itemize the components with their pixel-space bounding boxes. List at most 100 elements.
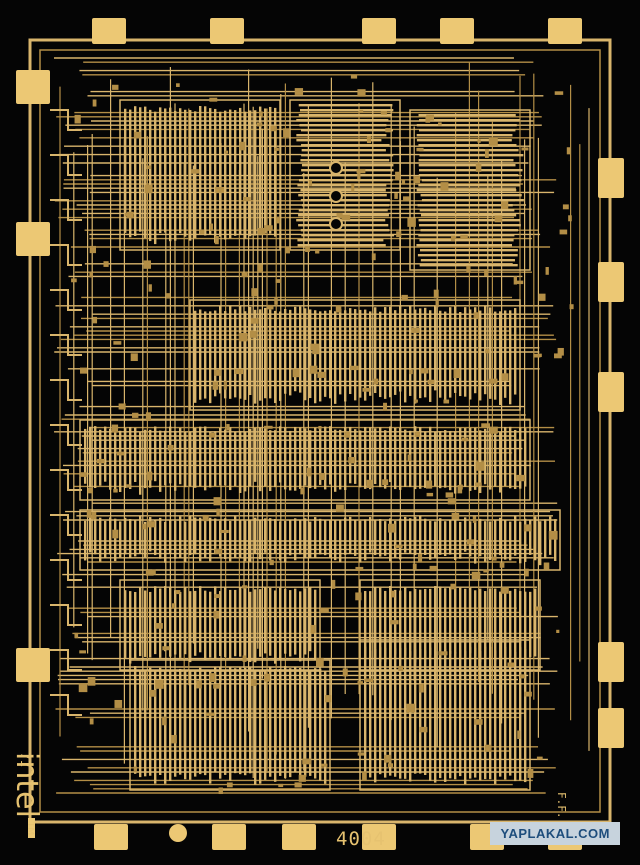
contact (270, 125, 277, 132)
contact (519, 674, 525, 679)
cell-stripe (209, 431, 212, 488)
cell-stripe (174, 590, 177, 655)
cell-stripe (344, 517, 347, 555)
cell-stripe (409, 651, 412, 782)
cell-stripe (289, 430, 292, 491)
contact (302, 758, 312, 765)
cell-stripe (214, 310, 217, 397)
contact (362, 771, 367, 780)
contact (264, 425, 273, 429)
contact (215, 186, 225, 193)
contact (312, 347, 320, 355)
cell-stripe (134, 666, 137, 774)
cell-stripe (404, 429, 407, 487)
cell-stripe (364, 309, 367, 401)
cell-stripe (194, 310, 197, 403)
cell-stripe (149, 429, 152, 488)
cell-stripe (259, 309, 262, 401)
cell-stripe (364, 427, 367, 489)
cell-stripe (109, 517, 112, 555)
cell-stripe (169, 586, 172, 657)
cell-stripe (234, 110, 237, 236)
contact (357, 89, 366, 97)
via (329, 189, 343, 203)
contact (562, 204, 569, 210)
cell-stripe (309, 430, 312, 489)
cell-stripe (344, 310, 347, 402)
cell-stripe (274, 590, 277, 664)
contact (226, 782, 233, 788)
contact (473, 312, 479, 319)
contact (524, 691, 532, 697)
cell-stripe (389, 649, 392, 776)
cell-stripe (419, 516, 422, 559)
contact (251, 679, 257, 686)
cell-stripe (429, 310, 432, 402)
cell-stripe (259, 519, 262, 560)
edge-wire (50, 694, 82, 716)
contact (514, 280, 524, 285)
cell-stripe (279, 311, 282, 401)
cell-stripe (274, 519, 277, 554)
contact (315, 249, 320, 254)
cell-stripe (419, 649, 422, 774)
cell-stripe (249, 110, 252, 237)
cell-stripe (184, 521, 187, 563)
cell-stripe (189, 516, 192, 556)
cell-stripe (459, 427, 462, 489)
cell-stripe (489, 307, 492, 399)
contact (294, 782, 302, 788)
contact (319, 472, 325, 480)
contact (475, 482, 482, 487)
cell-stripe (374, 428, 377, 485)
cell-stripe (499, 591, 502, 662)
cell-stripe (144, 590, 147, 657)
cell-stripe (209, 311, 212, 404)
cell-stripe (419, 589, 422, 660)
contact (384, 754, 392, 763)
cell-stripe (169, 519, 172, 554)
alignment-dot (169, 824, 187, 842)
contact (426, 492, 434, 497)
cell-stripe (249, 306, 252, 395)
cell-stripe (199, 309, 202, 400)
contact (132, 412, 139, 418)
cell-stripe (409, 306, 412, 396)
contact (507, 662, 515, 667)
cell-stripe (379, 647, 382, 775)
site-watermark: YAPLAKAL.COM (490, 822, 620, 845)
contact (513, 276, 517, 285)
contact (387, 523, 396, 533)
bonding-pad (282, 824, 316, 850)
cell-stripe (384, 307, 387, 399)
cell-stripe (284, 308, 287, 394)
cell-stripe (298, 224, 389, 227)
cell-stripe (94, 426, 97, 489)
cell-stripe (164, 586, 167, 652)
cell-stripe (279, 668, 282, 776)
cell-stripe (514, 588, 517, 661)
cell-stripe (219, 591, 222, 657)
cell-stripe (424, 650, 427, 776)
contact (501, 201, 509, 209)
cell-stripe (149, 109, 152, 242)
cell-stripe (354, 429, 357, 484)
cell-stripe (449, 519, 452, 555)
contact (355, 566, 364, 571)
cell-stripe (199, 667, 202, 775)
cell-stripe (499, 431, 502, 493)
contact (543, 562, 550, 570)
contact (435, 299, 439, 308)
contact (425, 116, 431, 123)
contact (438, 122, 442, 126)
cell-stripe (279, 587, 282, 661)
via (329, 217, 343, 231)
cell-stripe (189, 670, 192, 780)
logic-block (359, 639, 531, 791)
cell-stripe (444, 588, 447, 658)
cell-stripe (99, 517, 102, 562)
cell-stripe (404, 587, 407, 656)
cell-stripe (204, 670, 207, 776)
contact (438, 651, 448, 656)
contact (394, 193, 398, 199)
